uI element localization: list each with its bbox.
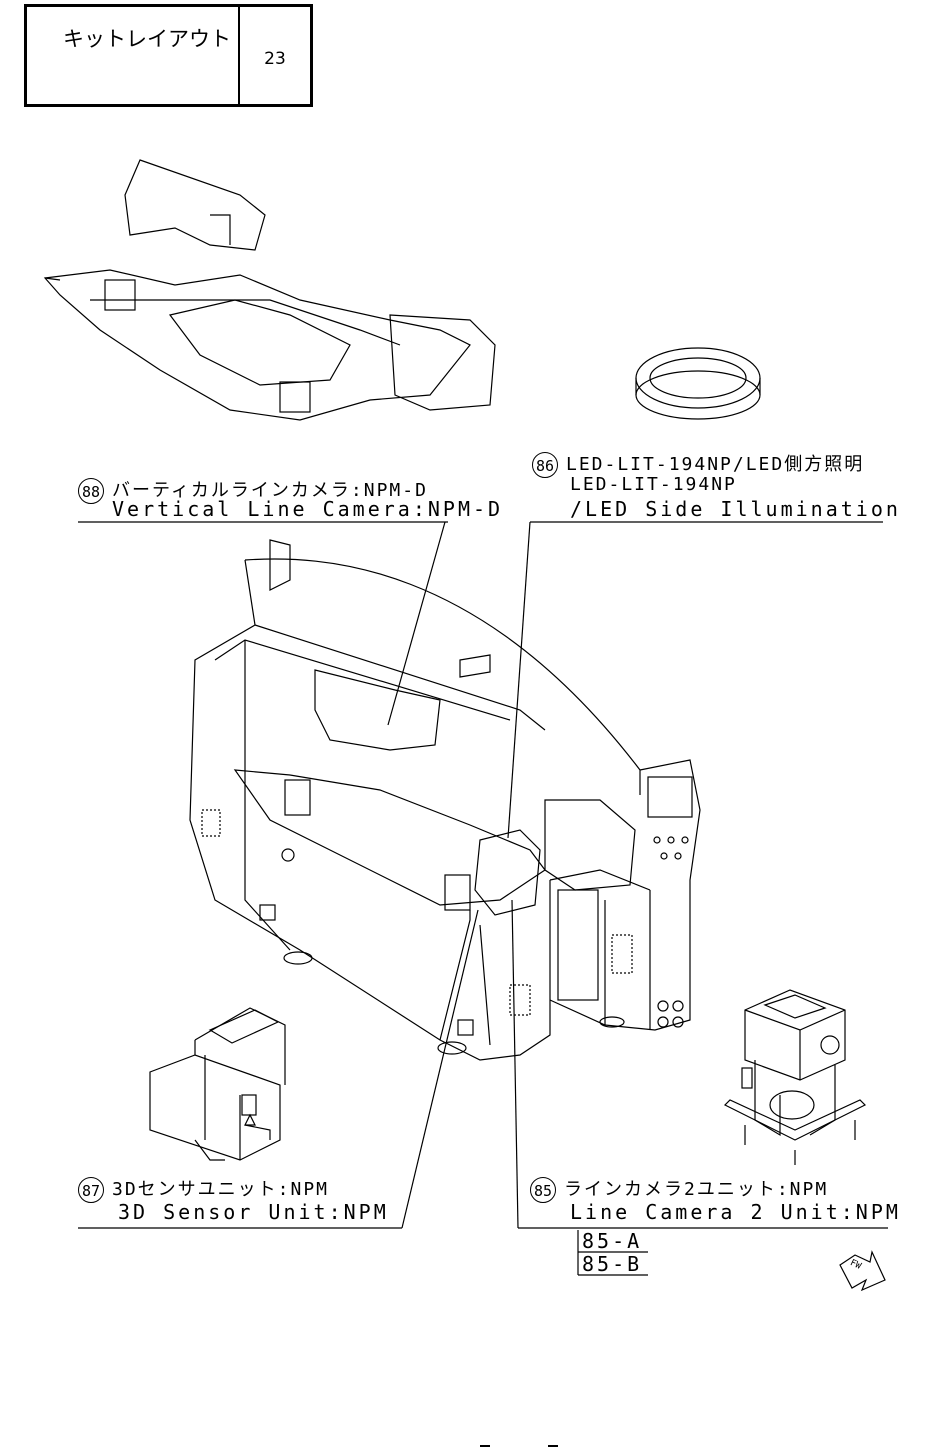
npm-machine-body: [190, 540, 700, 1060]
callout-86-number: 86: [532, 452, 558, 478]
forward-direction-arrow-icon: [840, 1252, 885, 1290]
callout-87-number: 87: [78, 1177, 104, 1203]
subpart-85-a: 85-A: [582, 1229, 642, 1253]
callout-87-line2: 3D Sensor Unit:NPM: [118, 1200, 389, 1224]
callout-85-line2: Line Camera 2 Unit:NPM: [570, 1200, 901, 1224]
subpart-85-b: 85-B: [582, 1252, 642, 1276]
callout-85-number: 85: [530, 1177, 556, 1203]
line-camera-2-unit: [725, 990, 865, 1165]
vertical-line-camera-frame: [45, 160, 495, 420]
led-side-illumination-ring: [636, 348, 760, 419]
callout-86-line3: /LED Side Illumination: [570, 497, 901, 521]
callout-88-number: 88: [78, 478, 104, 504]
callout-86-line2: LED-LIT-194NP: [570, 474, 737, 495]
3d-sensor-unit: [150, 1008, 285, 1160]
callout-88-line2: Vertical Line Camera:NPM-D: [112, 497, 503, 521]
